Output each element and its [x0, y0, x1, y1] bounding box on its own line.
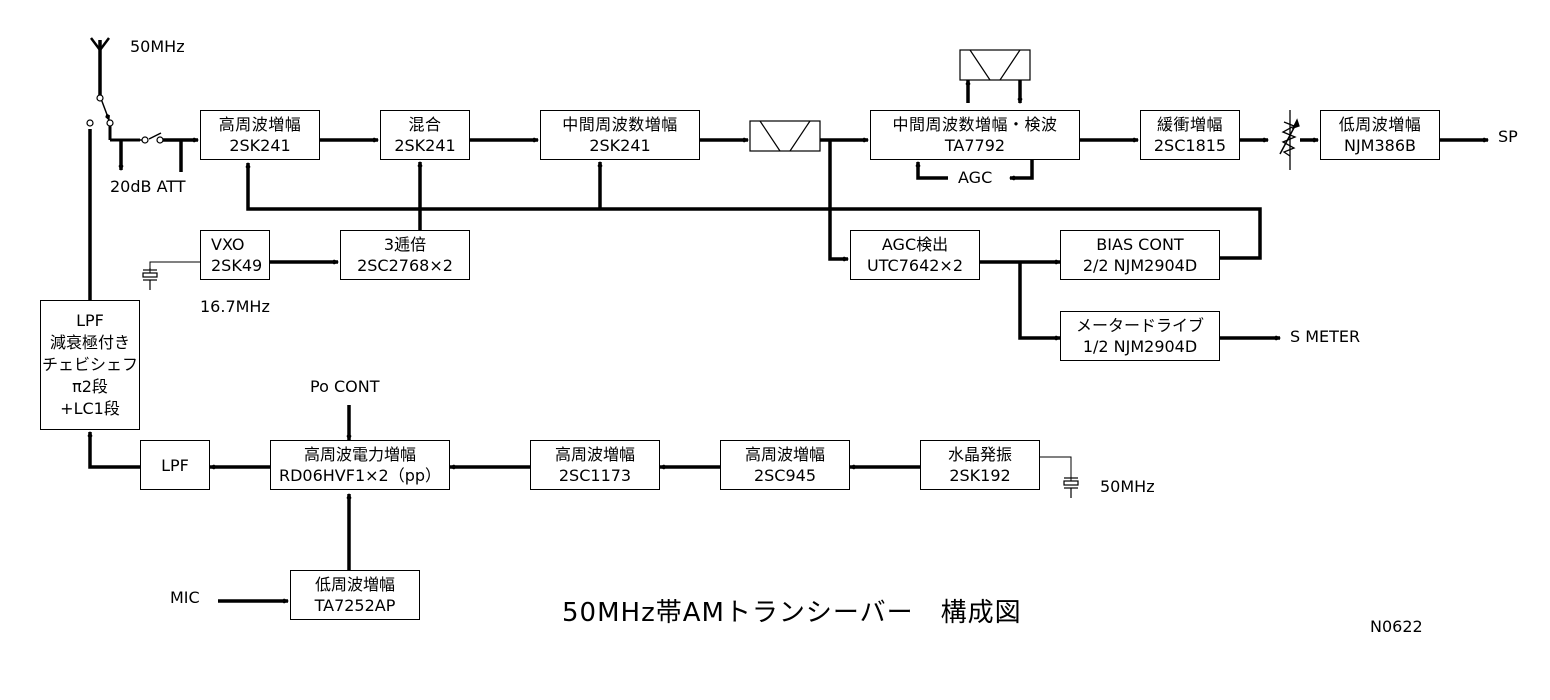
- block-function: LPF: [161, 455, 189, 475]
- meter-drive-block: メータードライブ 1/2 NJM2904D: [1060, 311, 1220, 361]
- vxo-block: VXO 2SK49: [200, 230, 270, 280]
- block-function: 緩衝増幅: [1156, 115, 1223, 134]
- if-filter-icon: [749, 120, 821, 152]
- tripler-block: 3逓倍 2SC2768×2: [340, 230, 470, 280]
- switch-contact: [141, 136, 149, 144]
- crystal-icon: [1063, 477, 1079, 498]
- tr-switch-icon: [99, 95, 140, 171]
- switch-contact: [86, 119, 94, 127]
- s-meter-label: S METER: [1290, 327, 1361, 346]
- block-function: 低周波増幅: [1338, 115, 1422, 134]
- block-detail: チェビシェフ: [41, 355, 138, 374]
- switch-contact: [96, 94, 104, 102]
- block-part: 2SC945: [753, 466, 817, 485]
- block-part: TA7252AP: [314, 596, 396, 615]
- block-function: 低周波増幅: [314, 575, 395, 594]
- switch-contact: [106, 119, 114, 127]
- block-part: 2SC1173: [558, 466, 632, 485]
- block-detail: +LC1段: [60, 399, 120, 418]
- block-part: 2SC1815: [1153, 136, 1227, 155]
- po-cont-label: Po CONT: [310, 377, 380, 396]
- buffer-amp-block: 緩衝増幅 2SC1815: [1140, 110, 1240, 160]
- diagram-title: 50MHz帯AMトランシーバー 構成図: [562, 598, 1022, 628]
- mic-amp-block: 低周波増幅 TA7252AP: [290, 570, 420, 620]
- block-function: VXO: [211, 235, 245, 254]
- block-part: 2SK192: [949, 466, 1011, 485]
- block-part: NJM386B: [1343, 136, 1416, 155]
- att-switch-icon: [140, 132, 199, 172]
- agc-detector-block: AGC検出 UTC7642×2: [850, 230, 980, 280]
- tx-rf-amp2-block: 高周波増幅 2SC1173: [530, 440, 660, 490]
- block-part: 2SK49: [211, 256, 263, 275]
- power-amp-block: 高周波電力増幅 RD06HVF1×2（pp）: [270, 440, 450, 490]
- speaker-label: SP: [1498, 127, 1518, 146]
- af-amp-block: 低周波増幅 NJM386B: [1320, 110, 1440, 160]
- volume-control-icon: [1279, 110, 1300, 170]
- rf-amp-block: 高周波増幅 2SK241: [200, 110, 320, 160]
- tx-xtal-freq-label: 50MHz: [1100, 477, 1155, 496]
- bias-control-block: BIAS CONT 2/2 NJM2904D: [1060, 230, 1220, 280]
- block-function: 中間周波数増幅・検波: [892, 115, 1058, 134]
- block-detail: 減衰極付き: [49, 333, 130, 352]
- tx-rf-amp1-block: 高周波増幅 2SC945: [720, 440, 850, 490]
- if-detector-block: 中間周波数増幅・検波 TA7792: [870, 110, 1080, 160]
- block-function: BIAS CONT: [1096, 235, 1184, 254]
- document-id: N0622: [1370, 617, 1423, 636]
- block-part: 2SC2768×2: [357, 256, 453, 275]
- att-label: 20dB ATT: [110, 177, 186, 196]
- agc-label: AGC: [958, 168, 993, 187]
- vxo-freq-label: 16.7MHz: [200, 297, 270, 316]
- if-amp-block: 中間周波数増幅 2SK241: [540, 110, 700, 160]
- block-part: 2SK241: [394, 136, 456, 155]
- lpf-chebyshev-block: LPF 減衰極付き チェビシェフ π2段 +LC1段: [40, 300, 140, 430]
- detector-filter-icon: [959, 49, 1031, 81]
- block-function: 中間周波数増幅: [562, 115, 678, 134]
- antenna-icon: [90, 37, 110, 96]
- block-function: 高周波増幅: [218, 115, 302, 134]
- block-part: TA7792: [944, 136, 1006, 155]
- crystal-icon: [142, 268, 158, 290]
- block-function: 水晶発振: [947, 445, 1012, 464]
- block-function: 3逓倍: [383, 235, 427, 254]
- block-function: AGC検出: [881, 235, 949, 254]
- xtal-osc-block: 水晶発振 2SK192: [920, 440, 1040, 490]
- block-part: RD06HVF1×2（pp）: [278, 466, 442, 485]
- block-function: LPF: [76, 311, 104, 330]
- block-function: メータードライブ: [1075, 316, 1204, 335]
- block-function: 混合: [408, 115, 442, 134]
- block-part: 1/2 NJM2904D: [1082, 337, 1198, 356]
- mic-label: MIC: [170, 588, 200, 607]
- mixer-block: 混合 2SK241: [380, 110, 470, 160]
- block-part: 2SK241: [229, 136, 291, 155]
- block-function: 高周波増幅: [554, 445, 635, 464]
- block-function: 高周波電力増幅: [303, 445, 416, 464]
- antenna-freq-label: 50MHz: [130, 37, 185, 56]
- block-part: 2SK241: [589, 136, 651, 155]
- block-function: 高周波増幅: [744, 445, 825, 464]
- lpf-block: LPF: [140, 440, 210, 490]
- switch-contact: [156, 136, 164, 144]
- block-detail: π2段: [72, 377, 108, 396]
- block-part: UTC7642×2: [866, 256, 964, 275]
- block-part: 2/2 NJM2904D: [1082, 256, 1198, 275]
